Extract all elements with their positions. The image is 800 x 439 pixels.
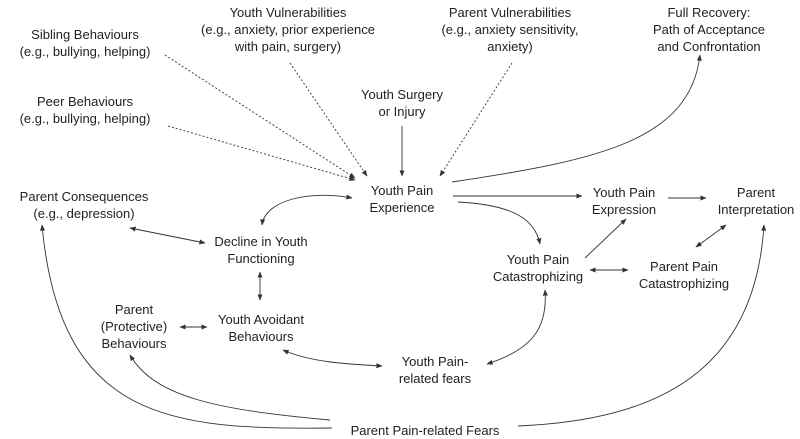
peer-behaviours-examples: (e.g., bullying, helping) (19, 111, 151, 126)
parent-consequences-title: Parent Consequences (19, 189, 149, 204)
youth-vulnerabilities-node: Youth Vulnerabilities (e.g., anxiety, pr… (178, 4, 398, 55)
parent-vulnerabilities-examples-line2: anxiety) (487, 39, 533, 54)
parent-protective-behaviours-node: Parent (Protective) Behaviours (88, 301, 180, 352)
arrow-catastrophizing-to-expression (584, 218, 627, 259)
arrow-parent-consequences-decline (129, 226, 206, 245)
parent-consequences-node: Parent Consequences (e.g., depression) (0, 188, 168, 222)
parent-pain-related-fears-node: Parent Pain-related Fears (330, 422, 520, 439)
arrow-parent-fears-to-protective (129, 354, 331, 421)
youth-pain-expression-node: Youth Pain Expression (578, 184, 670, 218)
parent-pain-catastrophizing-line2: Catastrophizing (638, 276, 730, 291)
arrow-interpretation-parent-catastrophizing (695, 224, 727, 248)
full-recovery-line2: Path of Acceptance (652, 22, 766, 37)
parent-consequences-examples: (e.g., depression) (33, 206, 135, 221)
arrow-peer-to-pain-experience (167, 125, 356, 181)
youth-vulnerabilities-title: Youth Vulnerabilities (229, 5, 347, 20)
youth-pain-related-fears-line1: Youth Pain- (401, 354, 469, 369)
youth-avoidant-line2: Behaviours (228, 329, 294, 344)
arrow-pain-experience-to-catastrophizing (457, 201, 542, 245)
youth-pain-catastrophizing-node: Youth Pain Catastrophizing (482, 251, 594, 285)
youth-pain-experience-line2: Experience (369, 200, 435, 215)
parent-protective-line1: Parent (114, 302, 154, 317)
youth-vulnerabilities-examples-line1: (e.g., anxiety, prior experience (201, 22, 375, 37)
arrow-sibling-to-pain-experience (164, 54, 356, 179)
parent-pain-related-fears-label: Parent Pain-related Fears (350, 423, 500, 438)
full-recovery-line3: and Confrontation (657, 39, 761, 54)
youth-pain-experience-line1: Youth Pain (370, 183, 434, 198)
youth-avoidant-behaviours-node: Youth Avoidant Behaviours (205, 311, 317, 345)
peer-behaviours-title: Peer Behaviours (36, 94, 134, 109)
arrow-pain-experience-decline (260, 194, 353, 226)
full-recovery-title: Full Recovery: (667, 5, 751, 20)
youth-pain-catastrophizing-line2: Catastrophizing (492, 269, 584, 284)
sibling-behaviours-title: Sibling Behaviours (31, 27, 139, 42)
parent-pain-catastrophizing-line1: Parent Pain (650, 259, 718, 274)
parent-vulnerabilities-node: Parent Vulnerabilities (e.g., anxiety se… (420, 4, 600, 55)
decline-functioning-line1: Decline in Youth (214, 234, 308, 249)
parent-pain-catastrophizing-node: Parent Pain Catastrophizing (630, 258, 738, 292)
parent-vulnerabilities-examples-line1: (e.g., anxiety sensitivity, (441, 22, 579, 37)
youth-pain-expression-line2: Expression (591, 202, 657, 217)
decline-functioning-node: Decline in Youth Functioning (205, 233, 317, 267)
parent-protective-line2: (Protective) (100, 319, 168, 334)
peer-behaviours-node: Peer Behaviours (e.g., bullying, helping… (0, 93, 170, 127)
arrow-youth-vulnerabilities-to-pain-experience (289, 62, 368, 177)
sibling-behaviours-examples: (e.g., bullying, helping) (19, 44, 151, 59)
youth-pain-related-fears-node: Youth Pain- related fears (382, 353, 488, 387)
youth-surgery-line1: Youth Surgery (361, 87, 443, 102)
arrow-parent-fears-to-consequences (40, 224, 333, 429)
youth-surgery-line2: or Injury (378, 104, 426, 119)
parent-interpretation-node: Parent Interpretation (708, 184, 800, 218)
youth-pain-experience-node: Youth Pain Experience (350, 182, 454, 216)
arrow-pain-experience-to-full-recovery (451, 54, 702, 183)
parent-protective-line3: Behaviours (101, 336, 167, 351)
youth-pain-related-fears-line2: related fears (398, 371, 472, 386)
full-recovery-node: Full Recovery: Path of Acceptance and Co… (634, 4, 784, 55)
arrow-avoidant-youth-fears (282, 349, 383, 369)
sibling-behaviours-node: Sibling Behaviours (e.g., bullying, help… (0, 26, 170, 60)
parent-interpretation-line1: Parent (736, 185, 776, 200)
youth-pain-catastrophizing-line1: Youth Pain (506, 252, 570, 267)
youth-surgery-node: Youth Surgery or Injury (342, 86, 462, 120)
arrow-youth-fears-catastrophizing (486, 289, 548, 365)
parent-interpretation-line2: Interpretation (717, 202, 795, 217)
decline-functioning-line2: Functioning (227, 251, 295, 266)
youth-avoidant-line1: Youth Avoidant (217, 312, 305, 327)
parent-vulnerabilities-title: Parent Vulnerabilities (448, 5, 572, 20)
arrow-parent-fears-to-interpretation (517, 224, 767, 427)
youth-pain-expression-line1: Youth Pain (592, 185, 656, 200)
youth-vulnerabilities-examples-line2: with pain, surgery) (234, 39, 342, 54)
